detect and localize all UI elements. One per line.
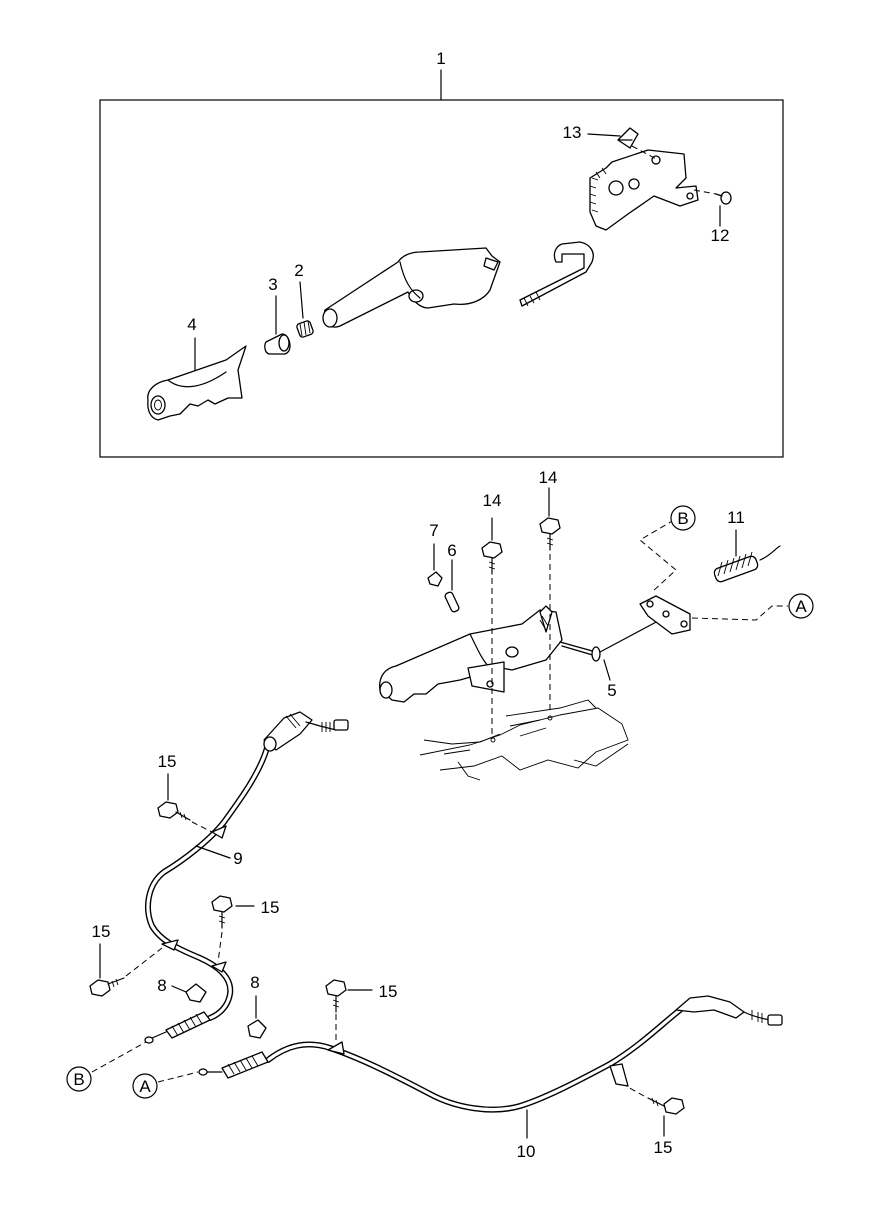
cable-clip-right: [247, 1019, 267, 1039]
callout-6: 6: [447, 541, 456, 560]
mounting-bolt-right: [539, 517, 561, 551]
cable-bolt-middle: [211, 895, 233, 929]
installed-lever-group: 5 11 B A 7: [379, 468, 814, 781]
callout-15-e: 15: [654, 1138, 673, 1157]
callout-5: 5: [607, 681, 616, 700]
callout-15-d: 15: [379, 982, 398, 1001]
floor-panel: [419, 699, 629, 781]
callout-14-left: 14: [483, 491, 502, 510]
callout-4: 4: [187, 315, 196, 334]
callout-8-left: 8: [157, 976, 166, 995]
callout-8-right: 8: [250, 973, 259, 992]
callout-12: 12: [711, 226, 730, 245]
cable-bolt-right-lower: [647, 1097, 685, 1115]
connector-b-upper: B: [677, 509, 688, 528]
callout-10: 10: [517, 1142, 536, 1161]
cable-equalizer: [639, 595, 691, 635]
callout-13: 13: [563, 123, 582, 142]
callout-15-c: 15: [92, 922, 111, 941]
cable-bolt-right-upper: [325, 979, 347, 1013]
sector-pin: [715, 191, 732, 205]
cable-bolt-lower: [89, 977, 125, 997]
connector-a-lower: A: [139, 1077, 151, 1096]
hand-grip: [147, 345, 247, 421]
callout-11: 11: [727, 508, 745, 527]
ratchet-sector: [589, 149, 699, 231]
button-spring: [296, 320, 314, 338]
callout-3: 3: [268, 275, 277, 294]
lever-pin: [444, 591, 460, 613]
connector-b-lower: B: [73, 1070, 84, 1089]
callout-14-right: 14: [539, 468, 558, 487]
rear-cable-left: [144, 711, 349, 1044]
callout-15-a: 15: [158, 752, 177, 771]
connector-a-upper: A: [795, 597, 807, 616]
lever-assembly-group: 1 4 3 2: [99, 49, 784, 458]
cable-clip-left: [185, 983, 207, 1003]
lever-arm: [322, 247, 501, 328]
callout-7: 7: [429, 521, 438, 540]
installed-hand-lever: [379, 605, 563, 703]
sector-clip: [617, 127, 639, 149]
callout-9: 9: [233, 849, 242, 868]
cable-bolt-upper: [157, 801, 191, 821]
lever-clip: [427, 571, 443, 587]
callout-1: 1: [436, 49, 445, 68]
mounting-bolt-left: [481, 541, 503, 575]
release-button: [264, 333, 291, 355]
callout-15-b: 15: [261, 898, 280, 917]
rear-cable-right: [198, 995, 783, 1113]
return-spring: [713, 545, 781, 583]
ratchet-rod: [519, 241, 594, 307]
callout-2: 2: [294, 261, 303, 280]
